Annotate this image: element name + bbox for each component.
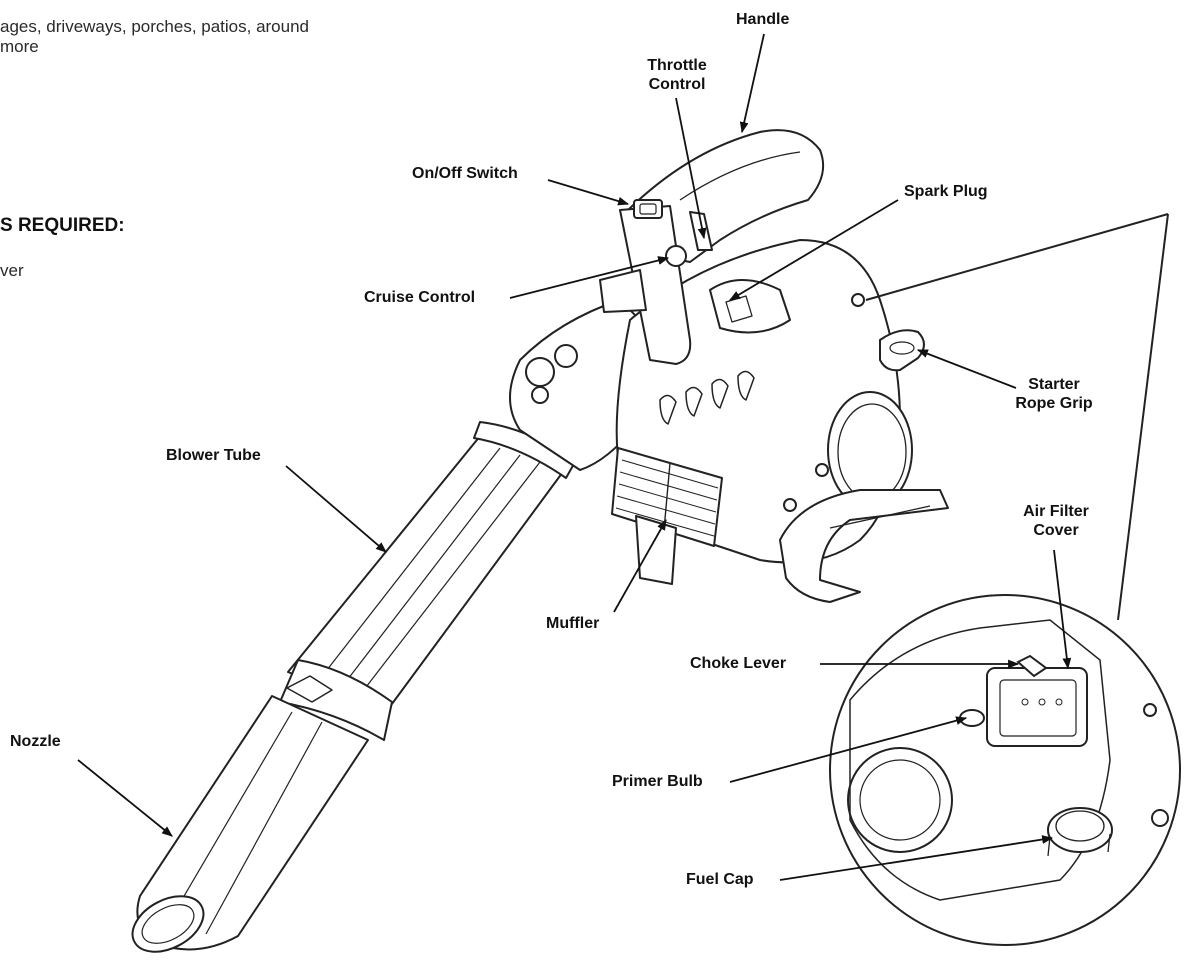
label-air-filter-cover-line-2: Cover xyxy=(1033,522,1079,539)
label-cruise-control: Cruise Control xyxy=(364,289,476,306)
body-text-line-1: ages, driveways, porches, patios, around xyxy=(0,17,310,36)
body-text-line-2: more xyxy=(0,37,39,56)
label-muffler: Muffler xyxy=(546,615,600,632)
body-text-line-3: ver xyxy=(0,261,24,280)
label-throttle-control-line-2: Control xyxy=(648,76,706,93)
blower-tube-drawing xyxy=(131,421,576,953)
blower-housing-drawing xyxy=(509,129,949,603)
label-starter-rope-grip-line-2: Rope Grip xyxy=(1015,395,1093,412)
label-throttle-control-line-1: Throttle xyxy=(647,57,707,74)
label-handle: Handle xyxy=(736,11,790,28)
label-starter-rope-grip: Starter Rope Grip xyxy=(1004,375,1104,413)
leader-lines xyxy=(77,33,1072,881)
section-heading: S REQUIRED: xyxy=(0,215,125,236)
label-throttle-control: Throttle Control xyxy=(634,56,720,94)
label-air-filter-cover: Air Filter Cover xyxy=(1006,502,1106,540)
detail-connector-lines xyxy=(865,213,1169,621)
label-primer-bulb: Primer Bulb xyxy=(612,773,703,790)
label-fuel-cap: Fuel Cap xyxy=(686,871,754,888)
label-on-off-switch: On/Off Switch xyxy=(412,165,518,182)
label-choke-lever: Choke Lever xyxy=(690,655,787,672)
label-nozzle: Nozzle xyxy=(10,733,61,750)
label-starter-rope-grip-line-1: Starter xyxy=(1028,376,1080,393)
detail-inset xyxy=(829,594,1181,946)
label-air-filter-cover-line-1: Air Filter xyxy=(1023,503,1089,520)
label-blower-tube: Blower Tube xyxy=(166,447,261,464)
label-spark-plug: Spark Plug xyxy=(904,183,988,200)
